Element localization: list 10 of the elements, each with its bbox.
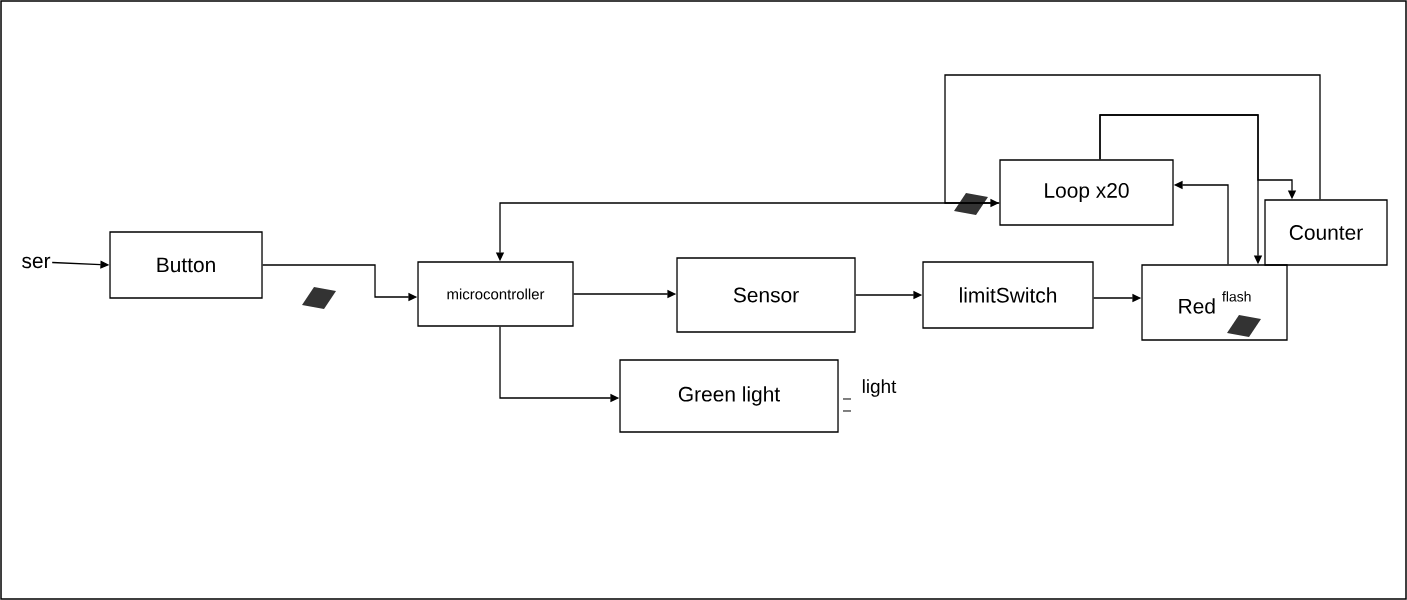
process-box: limitSwitch [922,261,1094,329]
process-box: Button [109,231,263,299]
text-label: ser [22,256,51,269]
process-box: microcontroller [417,261,574,327]
side-label: light [862,379,897,397]
process-box: Green light [619,359,839,433]
process-box: Counter [1264,199,1388,266]
process-box: Red flash [1141,264,1288,341]
process-box: Loop x20 [999,159,1174,226]
process-box: Sensor [676,257,856,333]
